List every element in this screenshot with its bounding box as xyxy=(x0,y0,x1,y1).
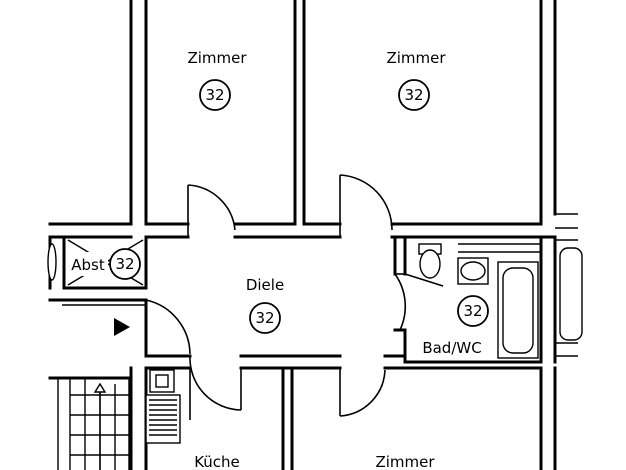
room-number-circle xyxy=(457,295,489,327)
room-name: Diele xyxy=(246,276,284,294)
room-number-circle xyxy=(249,302,281,334)
doors xyxy=(62,174,444,420)
room-zimmer-top-right: Zimmer 32 xyxy=(386,49,446,111)
room-number: 32 xyxy=(205,86,224,104)
toilet-bowl-icon xyxy=(419,249,441,279)
room-name: Zimmer xyxy=(386,49,446,67)
room-zimmer-bottom: Zimmer xyxy=(375,453,435,470)
room-number-circle xyxy=(109,248,141,280)
room-number-circle xyxy=(199,79,231,111)
room-number: 32 xyxy=(115,255,134,273)
room-bad-wc: 32 Bad/WC xyxy=(422,295,489,357)
room-zimmer-top-left: Zimmer 32 xyxy=(187,49,247,111)
fixtures xyxy=(47,239,583,444)
room-name: Küche xyxy=(194,453,240,470)
stair-arrow-icon xyxy=(93,382,107,393)
kitchen-counter-icon xyxy=(145,394,181,444)
room-number-circle xyxy=(398,79,430,111)
room-name: Bad/WC xyxy=(422,339,481,357)
entrance-arrow-icon xyxy=(114,318,130,336)
room-kueche: Küche xyxy=(194,453,240,470)
room-number: 32 xyxy=(404,86,423,104)
walls xyxy=(48,0,578,470)
neighbor-bathtub-icon xyxy=(559,247,583,341)
room-abstellraum: Abst 32 xyxy=(70,248,141,280)
room-number: 32 xyxy=(255,309,274,327)
bathtub-inner-icon xyxy=(502,267,534,354)
room-diele: Diele 32 xyxy=(246,276,284,334)
room-name: Abst xyxy=(71,256,105,274)
stairs xyxy=(57,378,130,470)
neighbor-fixture-icon xyxy=(47,243,57,281)
stove-plate-icon xyxy=(155,374,169,388)
room-number: 32 xyxy=(463,302,482,320)
room-name: Zimmer xyxy=(375,453,435,470)
room-name: Zimmer xyxy=(187,49,247,67)
counter-lines xyxy=(149,399,177,436)
sink-basin-icon xyxy=(460,261,486,281)
